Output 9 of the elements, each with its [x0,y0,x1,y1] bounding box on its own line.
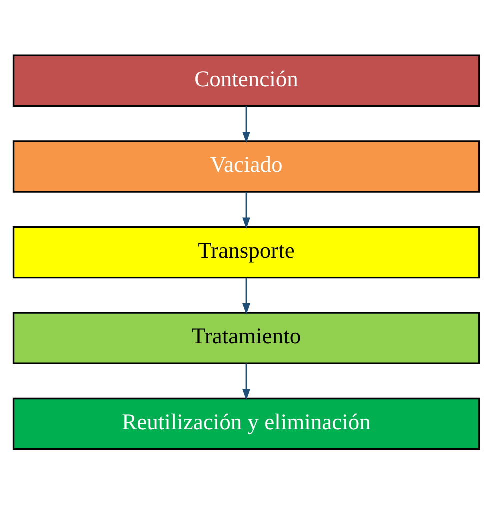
node-box: Reutilización y eliminación [12,398,480,450]
arrow [242,192,250,229]
node-box: Transporte [12,226,480,279]
arrow [242,278,250,315]
node-box: Vaciado [12,140,480,193]
arrow [242,106,250,144]
arrow [242,364,250,401]
node-box: Contención [12,54,480,108]
node-box: Tratamiento [12,312,480,364]
